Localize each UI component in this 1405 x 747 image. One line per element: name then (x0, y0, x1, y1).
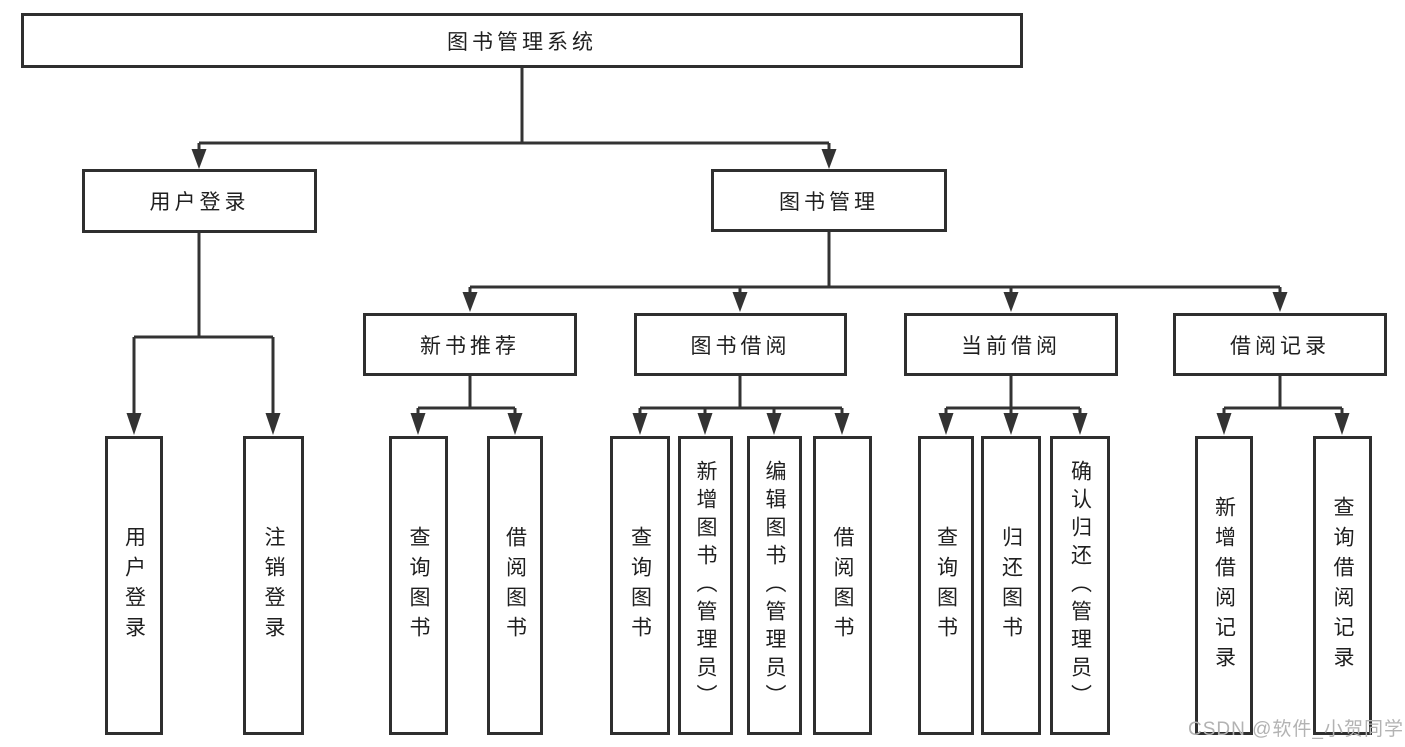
leaf-user-login: 用户登录 (105, 436, 163, 735)
connector-book-borrow-branch (632, 376, 850, 435)
arrowhead-icon (766, 413, 782, 435)
leaf-borrow-books-1: 借阅图书 (487, 436, 543, 735)
node-label: 查询图书 (934, 525, 958, 646)
leaf-logout: 注销登录 (243, 436, 304, 735)
node-label: 新书推荐 (420, 334, 520, 358)
leaf-query-borrow-record: 查询借阅记录 (1313, 436, 1372, 735)
leaf-add-borrow-record: 新增借阅记录 (1195, 436, 1253, 735)
arrowhead-icon (834, 413, 850, 435)
connector-borrow-records-branch (1216, 376, 1350, 435)
leaf-query-books-3: 查询图书 (918, 436, 974, 735)
arrowhead-icon (1003, 413, 1019, 435)
node-library-management-system: 图书管理系统 (21, 13, 1023, 68)
leaf-add-book-admin: 新增图书（管理员） (678, 436, 733, 735)
leaf-edit-book-admin: 编辑图书（管理员） (747, 436, 802, 735)
connector-root-to-level2 (191, 68, 837, 169)
node-label: 归还图书 (999, 525, 1023, 646)
connector-new-book-branch (410, 376, 523, 435)
node-label: 确认归还（管理员） (1068, 459, 1092, 712)
arrowhead-icon (191, 149, 207, 169)
node-current-borrowing: 当前借阅 (904, 313, 1118, 376)
node-label: 用户登录 (122, 525, 146, 646)
node-user-login: 用户登录 (82, 169, 317, 233)
arrowhead-icon (732, 292, 748, 312)
node-borrowing-records: 借阅记录 (1173, 313, 1387, 376)
arrowhead-icon (265, 413, 281, 435)
node-label: 借阅记录 (1230, 334, 1330, 358)
leaf-borrow-books-2: 借阅图书 (813, 436, 872, 735)
node-label: 查询图书 (628, 525, 652, 646)
node-label: 图书借阅 (690, 334, 791, 358)
arrowhead-icon (507, 413, 523, 435)
leaf-return-books: 归还图书 (981, 436, 1041, 735)
connector-user-login-branch (126, 233, 281, 435)
connector-book-management-branch (462, 232, 1288, 312)
connector-current-borrow-branch (938, 376, 1088, 435)
node-label: 新增图书（管理员） (694, 459, 717, 712)
node-label: 图书管理系统 (447, 30, 597, 54)
node-label: 图书管理 (779, 190, 879, 214)
node-label: 注销登录 (262, 525, 285, 646)
arrowhead-icon (697, 413, 713, 435)
watermark: CSDN @软件_小贺同学 (1188, 719, 1404, 740)
node-label: 新增借阅记录 (1212, 495, 1236, 676)
leaf-query-books-1: 查询图书 (389, 436, 448, 735)
arrowhead-icon (462, 292, 478, 312)
arrowhead-icon (1334, 413, 1350, 435)
node-label: 编辑图书（管理员） (763, 459, 786, 712)
arrowhead-icon (410, 413, 426, 435)
node-label: 借阅图书 (503, 525, 527, 646)
node-label: 当前借阅 (961, 334, 1061, 358)
node-label: 查询图书 (407, 525, 430, 646)
node-label: 查询借阅记录 (1331, 495, 1354, 676)
leaf-confirm-return-admin: 确认归还（管理员） (1050, 436, 1110, 735)
node-book-management: 图书管理 (711, 169, 947, 232)
arrowhead-icon (1072, 413, 1088, 435)
arrowhead-icon (1216, 413, 1232, 435)
arrowhead-icon (821, 149, 837, 169)
node-new-book-recommendation: 新书推荐 (363, 313, 577, 376)
node-book-borrowing: 图书借阅 (634, 313, 847, 376)
arrowhead-icon (126, 413, 142, 435)
node-label: 用户登录 (149, 191, 250, 214)
arrowhead-icon (632, 413, 648, 435)
leaf-query-books-2: 查询图书 (610, 436, 670, 735)
arrowhead-icon (938, 413, 954, 435)
arrowhead-icon (1003, 292, 1019, 312)
node-label: 借阅图书 (831, 525, 854, 646)
arrowhead-icon (1272, 292, 1288, 312)
